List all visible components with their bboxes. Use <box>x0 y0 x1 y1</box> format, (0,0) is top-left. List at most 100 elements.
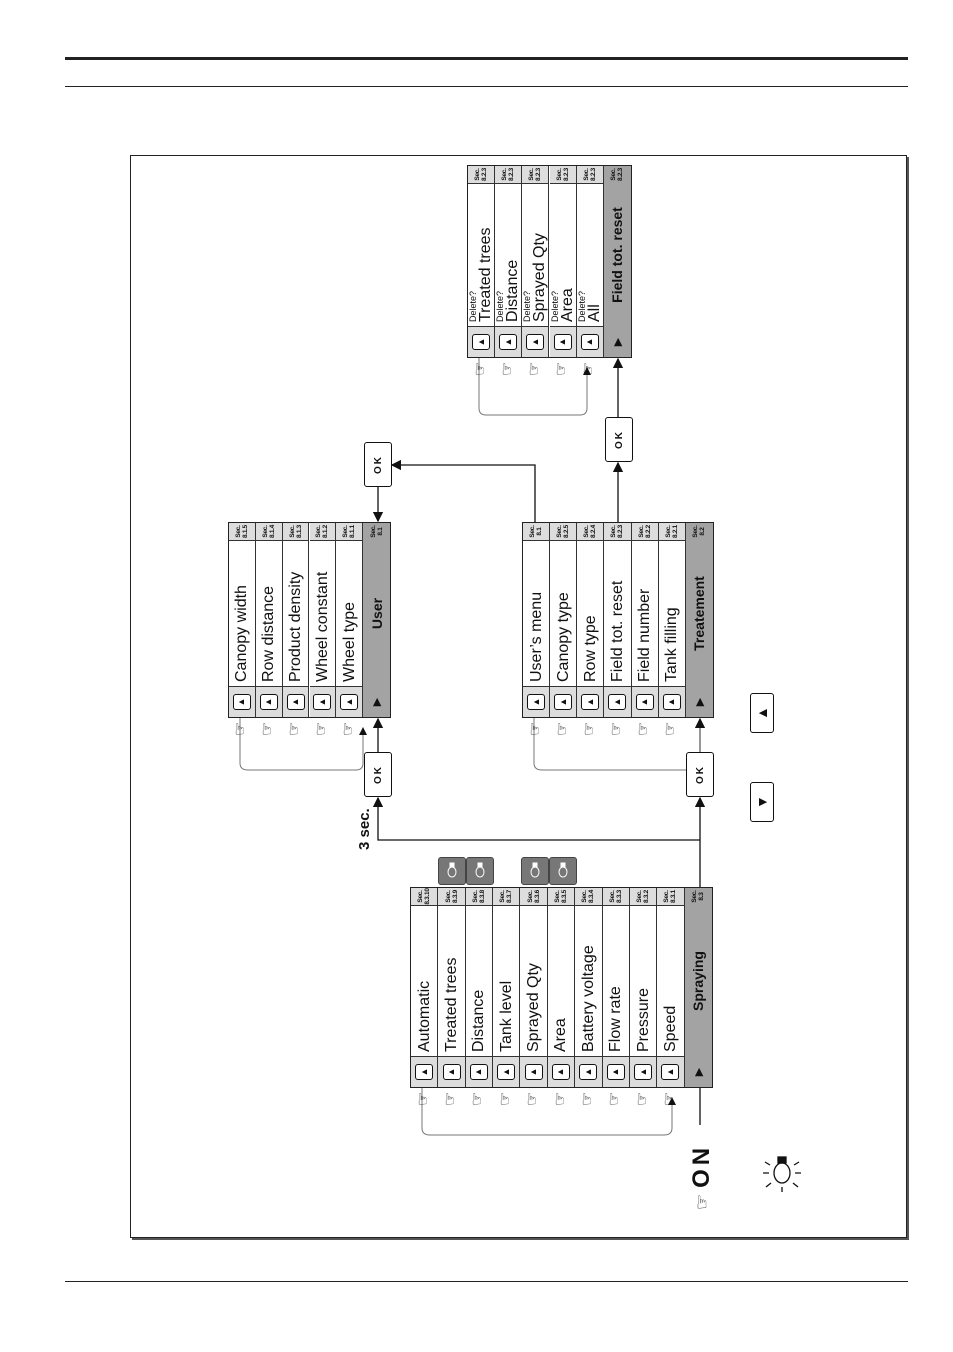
select-key[interactable]: ▲ <box>550 686 577 717</box>
select-key[interactable]: ▲ <box>493 1056 520 1087</box>
menu-item-text: Delete?All <box>577 184 603 326</box>
select-key[interactable]: ▲ <box>547 1056 575 1087</box>
down-arrow-key[interactable]: ▼ <box>750 782 774 822</box>
menu-item-text: Flow rate <box>603 906 629 1056</box>
select-key[interactable]: ▲ <box>438 1056 465 1087</box>
select-key[interactable]: ▲ <box>282 686 309 717</box>
section-ref: Sec.8.2.2 <box>631 523 658 541</box>
up-arrow-icon: ▲ <box>606 1064 625 1080</box>
select-key[interactable]: ▲ <box>577 686 604 717</box>
select-key[interactable]: ▲ <box>523 686 550 717</box>
hand-pointer-icon: ☞ <box>286 721 304 736</box>
section-ref-number: 8.1.1 <box>349 525 357 538</box>
up-arrow-icon: ▲ <box>527 694 546 710</box>
section-ref: Sec.8.3.9 <box>438 888 465 906</box>
select-key[interactable]: ▲ <box>575 1056 602 1087</box>
section-ref-number: 8.1 <box>536 527 544 536</box>
hand-pointer-icon: ☞ <box>660 1091 678 1106</box>
section-ref: Sec.8.2.3 <box>604 523 631 541</box>
up-arrow-key[interactable]: ▲ <box>750 693 774 733</box>
select-key[interactable]: ▲ <box>229 686 255 717</box>
up-arrow-icon: ▲ <box>469 1064 488 1080</box>
section-ref: Sec.8.2.5 <box>550 523 577 541</box>
up-arrow-icon: ▲ <box>661 1064 680 1080</box>
select-key[interactable]: ▲ <box>468 326 495 357</box>
on-label: ON <box>688 1143 715 1188</box>
select-key[interactable]: ▲ <box>658 686 685 717</box>
select-key[interactable]: ▲ <box>336 686 363 717</box>
section-ref-prefix: Sec. <box>474 168 482 181</box>
menu-item-text: Tank level <box>493 906 519 1056</box>
section-ref: Sec.8.1.3 <box>282 523 309 541</box>
menu-item-text: Pressure <box>630 906 656 1056</box>
menu-header-arrow: ▶ <box>603 326 631 357</box>
select-key[interactable]: ▲ <box>629 1056 657 1087</box>
select-key[interactable]: ▲ <box>522 326 549 357</box>
select-key[interactable]: ▲ <box>549 326 576 357</box>
ok-button-field-reset[interactable]: OK <box>605 417 633 462</box>
section-ref-number: 8.3.4 <box>588 890 596 903</box>
menu-item-label: Flow rate <box>607 986 625 1052</box>
section-ref-prefix: Sec. <box>529 525 537 538</box>
ok-button-users-menu[interactable]: OK <box>364 442 392 487</box>
section-ref-number: 8.2.4 <box>590 525 598 538</box>
section-ref: Sec.8.2.3 <box>576 166 603 184</box>
section-ref-number: 8.1.2 <box>322 525 330 538</box>
right-arrow-icon: ▶ <box>693 697 706 707</box>
section-ref: Sec.8.2.4 <box>577 523 604 541</box>
select-key[interactable]: ▲ <box>602 1056 629 1087</box>
select-key[interactable]: ▲ <box>495 326 522 357</box>
section-ref-prefix: Sec. <box>526 890 534 903</box>
section-ref-number: 8.2.1 <box>671 525 679 538</box>
select-key[interactable]: ▲ <box>309 686 336 717</box>
select-key[interactable]: ▲ <box>411 1056 438 1087</box>
ok-button-treatment[interactable]: OK <box>686 752 714 797</box>
up-arrow-icon: ▲ <box>524 1064 543 1080</box>
lightbulb-icon <box>438 857 466 885</box>
select-key[interactable]: ▲ <box>631 686 658 717</box>
section-ref-number: 8.3.5 <box>560 890 568 903</box>
section-ref: Sec.8.2.3 <box>549 166 576 184</box>
hand-pointer-icon: ☞ <box>553 361 571 376</box>
menu-item-text: Area <box>548 906 574 1056</box>
hand-pointer-icon: ☞ <box>525 361 543 376</box>
select-key[interactable]: ▲ <box>576 326 603 357</box>
select-key[interactable]: ▲ <box>604 686 631 717</box>
menu-item-text: Treated trees <box>438 906 464 1056</box>
select-key[interactable]: ▲ <box>465 1056 493 1087</box>
select-key[interactable]: ▲ <box>657 1056 684 1087</box>
select-key[interactable]: ▲ <box>520 1056 547 1087</box>
section-ref-prefix: Sec. <box>664 525 672 538</box>
ok-button-user[interactable]: OK <box>364 752 392 797</box>
select-key[interactable]: ▲ <box>255 686 282 717</box>
menu-item-text: Distance <box>466 906 492 1056</box>
